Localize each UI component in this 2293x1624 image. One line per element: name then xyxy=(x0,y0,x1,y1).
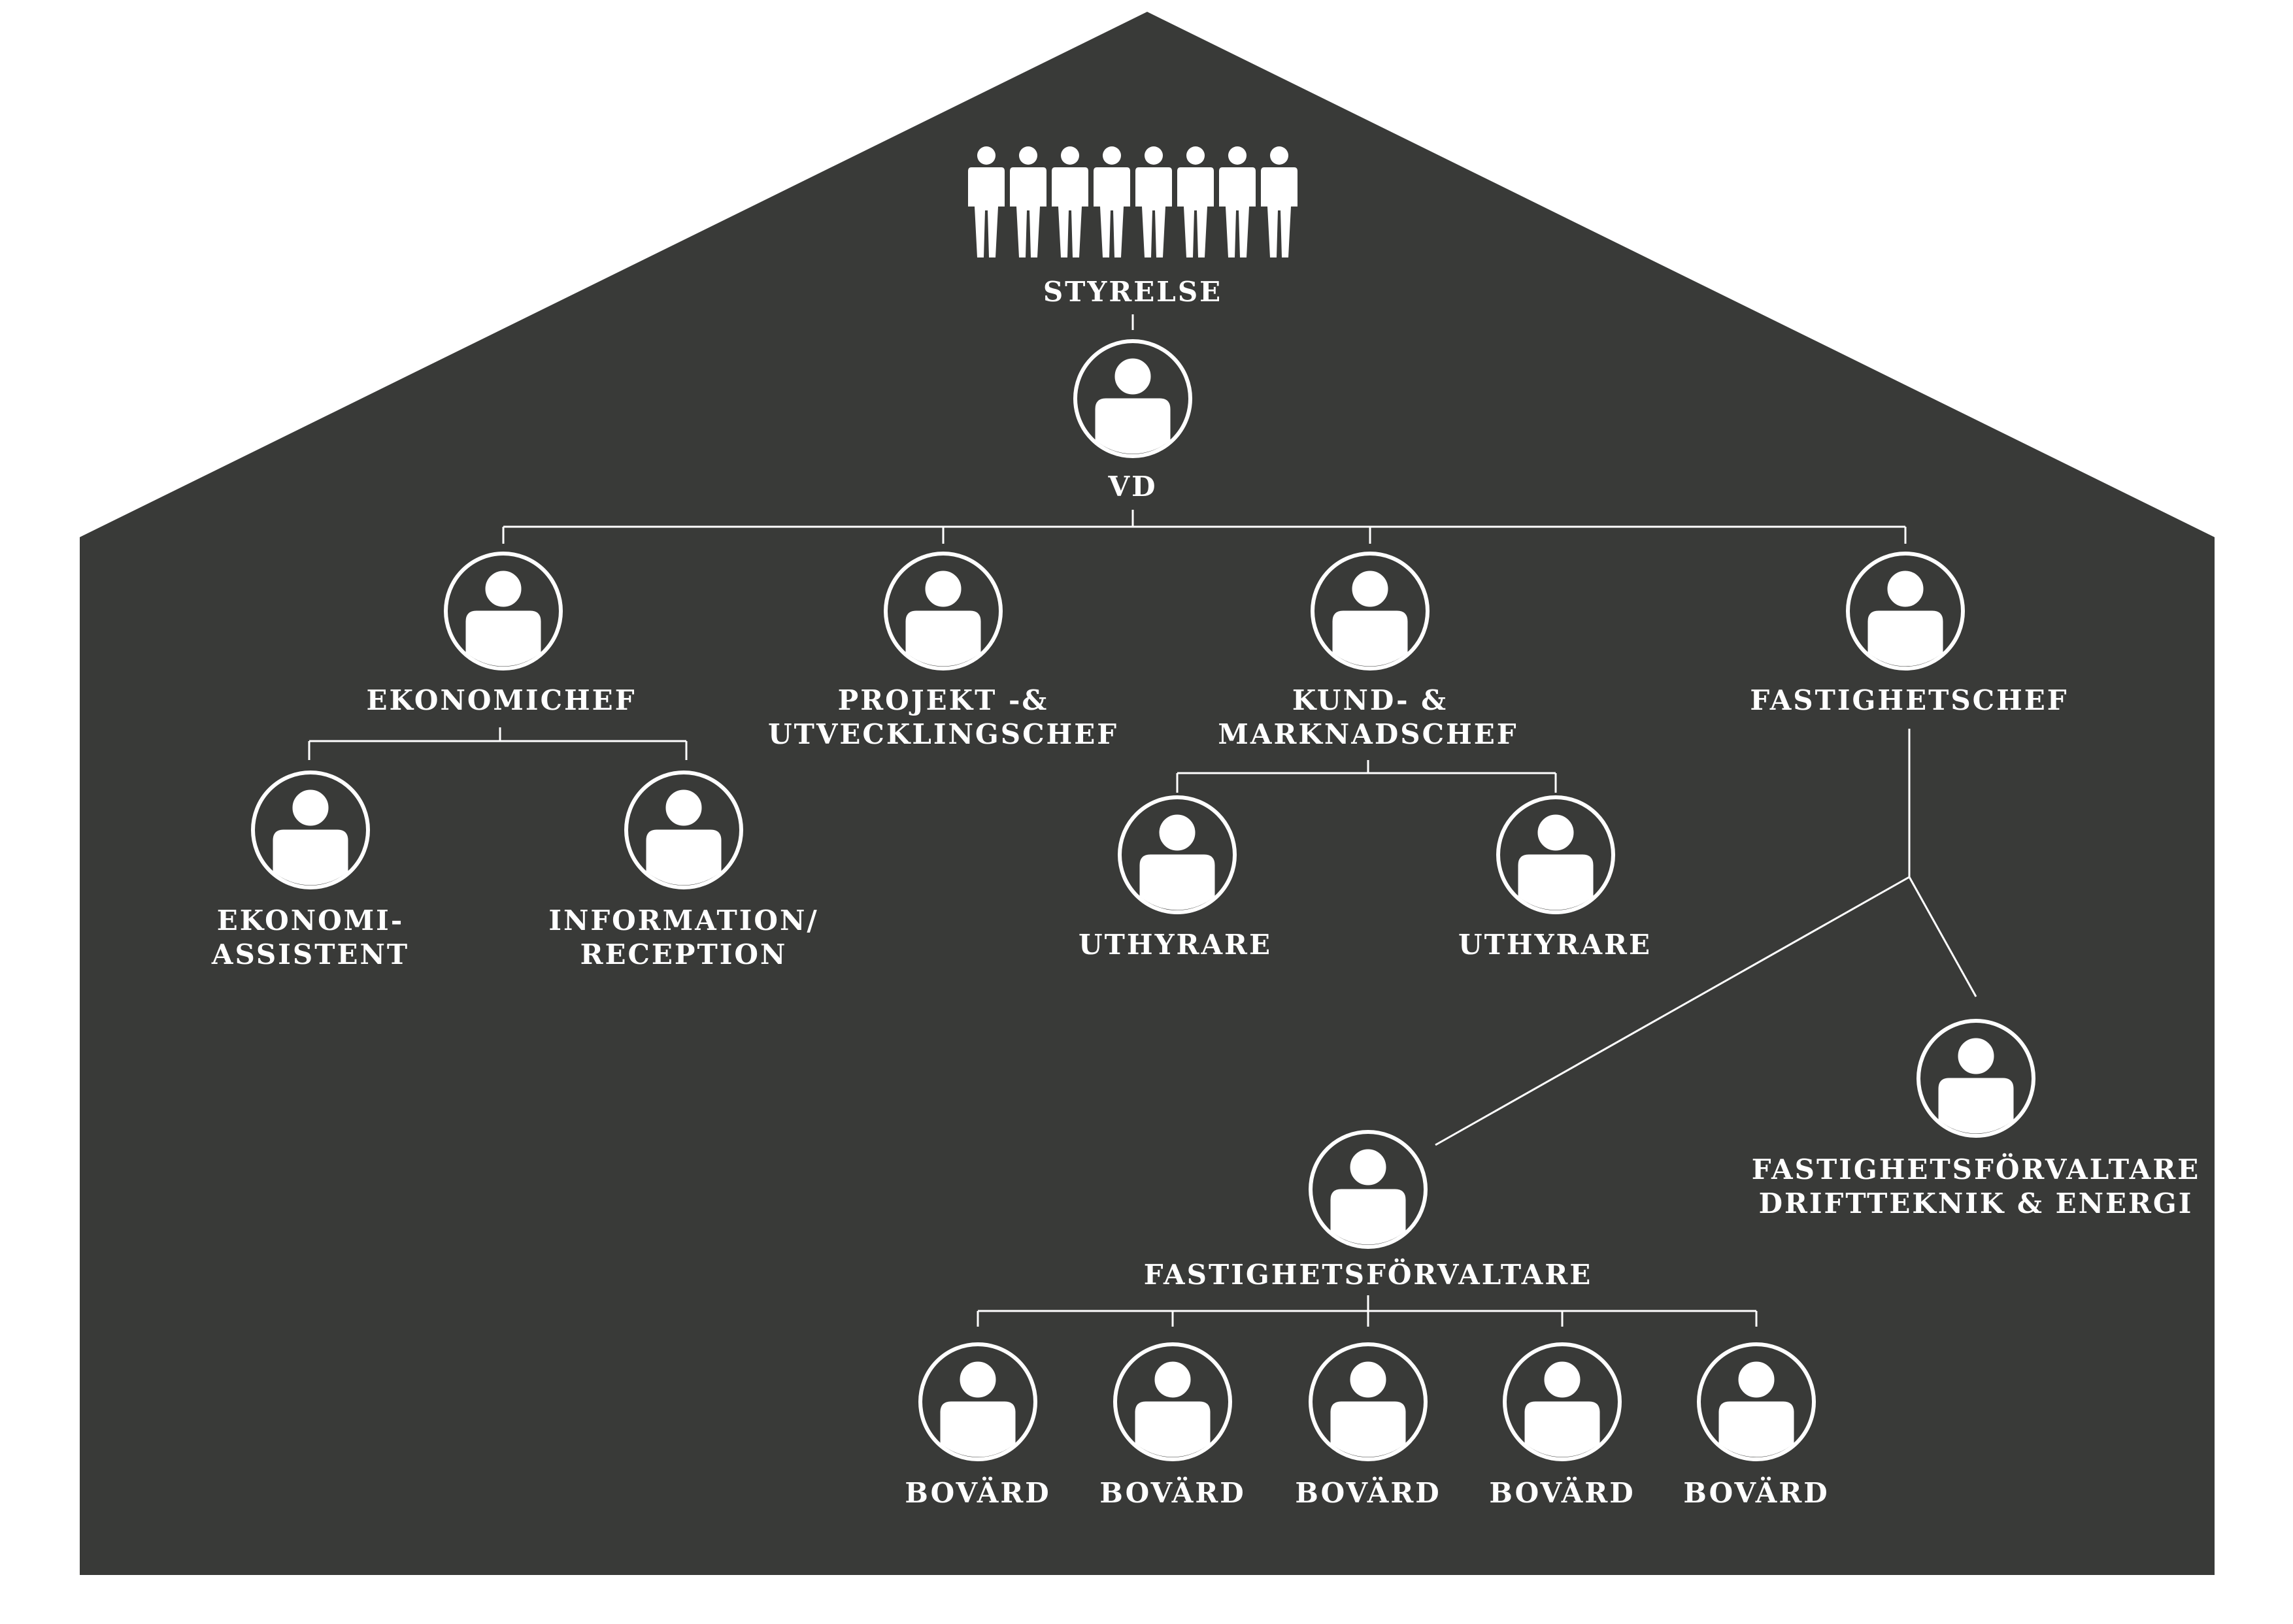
reception-label-line2: RECEPTION xyxy=(580,938,788,970)
reception-label-line1: INFORMATION/ xyxy=(548,904,818,936)
caretaker-4-label: BOVÄRD xyxy=(1489,1476,1635,1509)
property-head-label: FASTIGHETSCHEF xyxy=(1750,684,2068,716)
caretaker-2-label: BOVÄRD xyxy=(1099,1476,1245,1509)
finance-assistant-label-line1: EKONOMI- xyxy=(217,904,405,936)
finance-head-label: EKONOMICHEF xyxy=(366,684,636,716)
finance-assistant-label-line2: ASSISTENT xyxy=(211,938,409,970)
technical-manager-label-line1: FASTIGHETSFÖRVALTARE xyxy=(1752,1152,2201,1185)
board-label: STYRELSE xyxy=(1043,276,1222,308)
technical-manager-label-line2: DRIFTTEKNIK & ENERGI xyxy=(1759,1187,2194,1219)
caretaker-3-label: BOVÄRD xyxy=(1295,1476,1441,1509)
connector-lines xyxy=(308,314,1977,1327)
caretaker-5-label: BOVÄRD xyxy=(1683,1476,1829,1509)
customer-head-label-line2: MARKNADSCHEF xyxy=(1218,718,1518,750)
project-head-label-line1: PROJEKT -& xyxy=(838,684,1049,716)
letting-agent-2-label: UTHYRARE xyxy=(1458,929,1652,961)
letting-agent-1-label: UTHYRARE xyxy=(1079,929,1272,961)
ceo-label: VD xyxy=(1107,471,1157,503)
house-background-shape xyxy=(80,12,2215,1575)
caretaker-1-label: BOVÄRD xyxy=(905,1476,1050,1509)
project-head-label-line2: UTVECKLINGSCHEF xyxy=(768,718,1118,750)
customer-head-label-line1: KUND- & xyxy=(1292,684,1448,716)
property-manager-label: FASTIGHETSFÖRVALTARE xyxy=(1144,1257,1593,1291)
